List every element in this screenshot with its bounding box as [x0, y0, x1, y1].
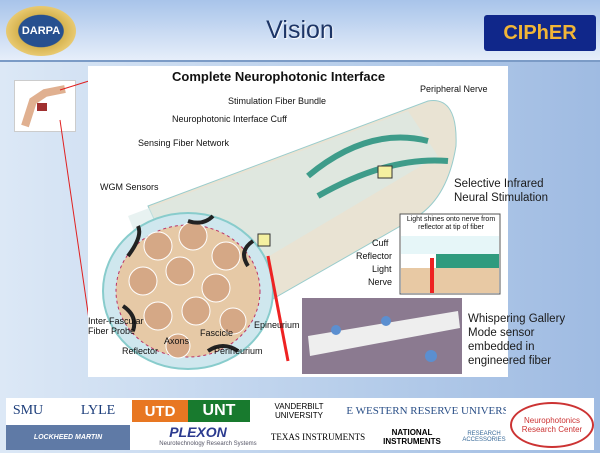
sensor-text: Whispering Gallery Mode sensor embedded …	[468, 313, 566, 367]
logo-plexon-tagline: Neurotechnology Research Systems	[159, 441, 257, 447]
label-wgm: WGM Sensors	[100, 182, 159, 192]
label-axons: Axons	[164, 336, 190, 346]
inset-reflector: Reflector	[356, 251, 393, 261]
label-perineurium: Perineurium	[214, 346, 263, 356]
logo-smu: SMU	[12, 403, 44, 418]
inset-cuff: Cuff	[372, 238, 389, 248]
logo-national-instruments: NATIONAL INSTRUMENTS	[383, 428, 441, 446]
label-epineurium: Epineurium	[254, 320, 300, 330]
logo-vanderbilt: VANDERBILT UNIVERSITY	[274, 402, 324, 420]
label-fascicle: Fascicle	[200, 328, 234, 338]
diagram-title: Complete Neurophotonic Interface	[172, 69, 386, 84]
logo-lockheed-martin: LOCKHEED MARTIN	[6, 425, 130, 450]
slide-header: DARPA Vision CIPhER	[0, 0, 600, 62]
sponsor-logos: SMU LYLE UTD UNT VANDERBILT UNIVERSITY C…	[6, 398, 594, 450]
label-peripheral-nerve: Peripheral Nerve	[420, 84, 488, 94]
stimulation-text: Selective Infrared Neural Stimulation	[454, 178, 548, 204]
logo-lyle: LYLE	[80, 403, 116, 418]
logo-plexon: PLEXON	[169, 424, 227, 439]
nerve-illustration	[102, 100, 501, 374]
label-probe: Inter-Fascular Fiber Probe	[88, 316, 144, 336]
label-stim-bundle: Stimulation Fiber Bundle	[228, 96, 327, 106]
inset-caption: Light shines onto nerve from reflector a…	[406, 216, 496, 231]
label-cuff: Neurophotonic Interface Cuff	[172, 114, 287, 124]
neurophotonic-diagram: Complete Neurophotonic Interface Periphe…	[88, 66, 508, 377]
logo-unt: UNT	[188, 400, 250, 422]
logo-research-accessories: RESEARCH ACCESSORIES	[462, 431, 506, 443]
label-reflector: Reflector	[122, 346, 159, 356]
inset-nerve: Nerve	[368, 277, 393, 287]
cipher-logo: CIPhER	[484, 15, 596, 51]
darpa-logo: DARPA	[6, 6, 76, 56]
slide-title: Vision	[266, 16, 334, 44]
label-sensing: Sensing Fiber Network	[138, 138, 230, 148]
logo-case-western: CASE WESTERN RESERVE UNIVERSITY	[346, 405, 506, 417]
logo-neurophotonics: Neurophotonics Research Center	[510, 402, 594, 448]
logo-utd: UTD	[132, 400, 188, 422]
logo-texas-instruments: TEXAS INSTRUMENTS	[270, 432, 366, 442]
inset-light: Light	[372, 264, 392, 274]
